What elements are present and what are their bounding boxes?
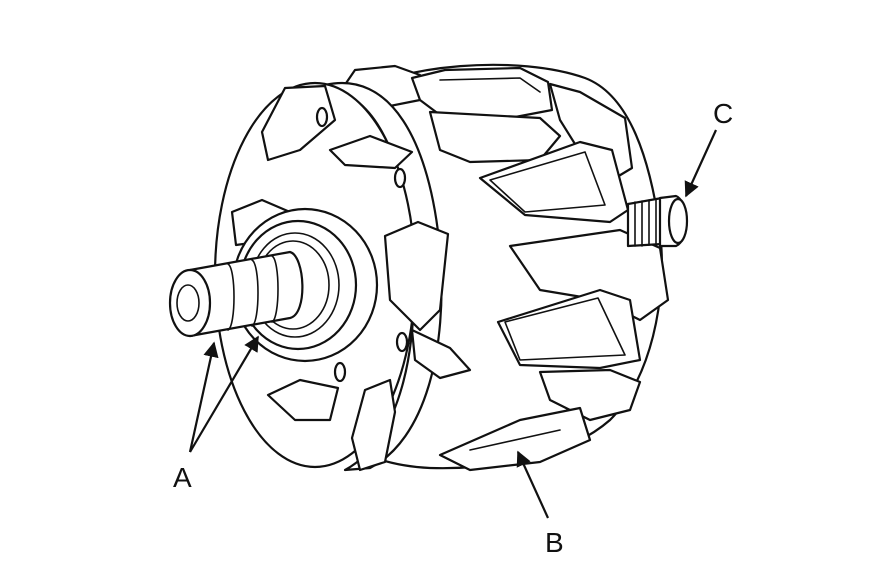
callout-label-b: B (545, 527, 564, 558)
leader-a-right (189, 335, 259, 453)
leader-a-left (188, 341, 219, 453)
callout-label-a: A (173, 462, 192, 493)
callout-leaders (188, 129, 718, 519)
front-shaft (168, 250, 304, 338)
leader-b (516, 450, 550, 519)
threaded-shaft-end (626, 194, 689, 248)
leader-c (684, 129, 718, 198)
callout-label-c: C (713, 98, 733, 129)
